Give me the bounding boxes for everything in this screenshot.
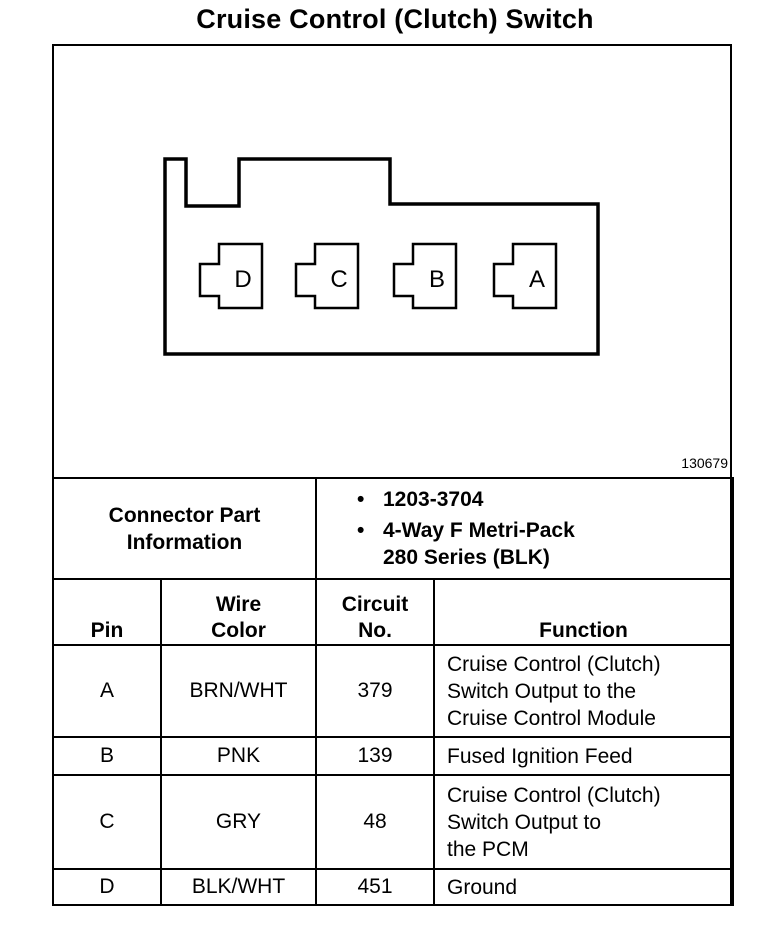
- header-circuit-no: Circuit No.: [315, 578, 435, 646]
- table-row: B PNK 139 Fused Ignition Feed: [52, 736, 734, 776]
- pin-label-d: D: [234, 266, 251, 293]
- table-header-row: Pin Wire Color Circuit No. Function: [52, 578, 734, 646]
- circuit-cell: 451: [315, 868, 435, 906]
- connector-part-info-list: 1203-3704 4-Way F Metri-Pack 280 Series …: [315, 477, 734, 580]
- pin-cell: A: [52, 644, 162, 738]
- wire-color-cell: GRY: [160, 774, 317, 870]
- figure-frame: [52, 44, 732, 906]
- circuit-cell: 379: [315, 644, 435, 738]
- terminal-cavity-d: D: [198, 242, 264, 310]
- pin-cell: D: [52, 868, 162, 906]
- header-pin: Pin: [52, 578, 162, 646]
- function-cell: Fused Ignition Feed: [433, 736, 734, 776]
- circuit-cell: 48: [315, 774, 435, 870]
- connector-diagram: D C B A: [52, 44, 732, 478]
- pin-cell: C: [52, 774, 162, 870]
- pin-label-c: C: [330, 266, 347, 293]
- page-title: Cruise Control (Clutch) Switch: [196, 4, 594, 34]
- connector-part-info-row: Connector Part Information 1203-3704 4-W…: [52, 477, 734, 580]
- terminal-cavity-c: C: [294, 242, 360, 310]
- circuit-cell: 139: [315, 736, 435, 776]
- pin-cell: B: [52, 736, 162, 776]
- connector-face-drawing: D C B A: [163, 157, 600, 356]
- wire-color-cell: BRN/WHT: [160, 644, 317, 738]
- part-number: 1203-3704: [357, 486, 732, 513]
- terminal-cavity-b: B: [392, 242, 458, 310]
- connector-part-info-label: Connector Part Information: [52, 477, 317, 580]
- header-wire-color: Wire Color: [160, 578, 317, 646]
- function-cell: Ground: [433, 868, 734, 906]
- connector-info-table: Connector Part Information 1203-3704 4-W…: [52, 477, 734, 906]
- connector-body-outline: [163, 157, 600, 356]
- function-cell: Cruise Control (Clutch) Switch Output to…: [433, 644, 734, 738]
- pin-label-b: B: [429, 266, 445, 293]
- pin-label-a: A: [529, 266, 545, 293]
- figure-number: 130679: [681, 455, 728, 471]
- function-cell: Cruise Control (Clutch) Switch Output to…: [433, 774, 734, 870]
- table-row: C GRY 48 Cruise Control (Clutch) Switch …: [52, 774, 734, 870]
- terminal-cavity-a: A: [492, 242, 558, 310]
- header-function: Function: [433, 578, 734, 646]
- connector-type: 4-Way F Metri-Pack 280 Series (BLK): [357, 517, 732, 571]
- wire-color-cell: PNK: [160, 736, 317, 776]
- table-row: A BRN/WHT 379 Cruise Control (Clutch) Sw…: [52, 644, 734, 738]
- table-row: D BLK/WHT 451 Ground: [52, 868, 734, 906]
- wire-color-cell: BLK/WHT: [160, 868, 317, 906]
